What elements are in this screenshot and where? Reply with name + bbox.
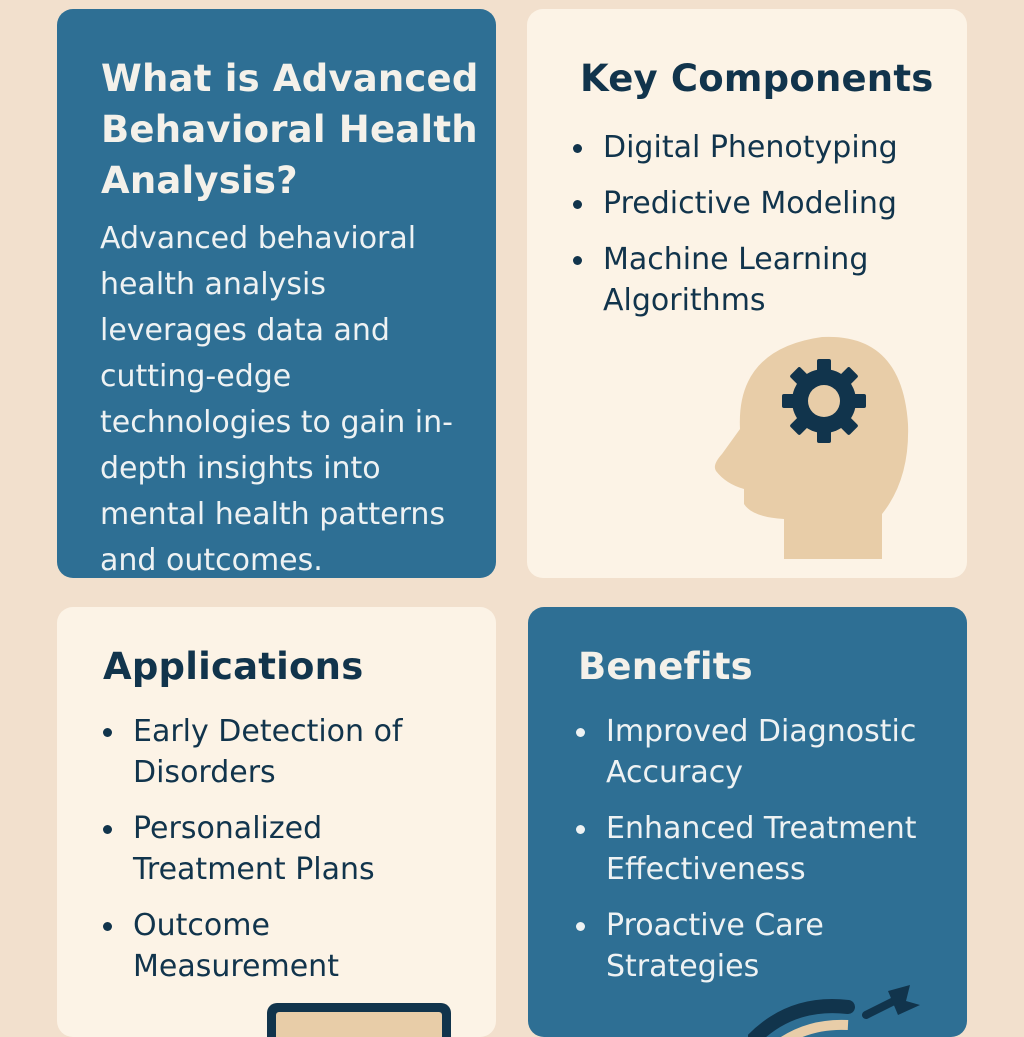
list-item-label: Machine Learning Algorithms [603, 242, 869, 318]
benefits-list: Improved Diagnostic Accuracy Enhanced Tr… [576, 711, 956, 1002]
bullet-icon [103, 728, 112, 737]
list-item: Early Detection of Disorders [103, 711, 483, 793]
applications-list: Early Detection of Disorders Personalize… [103, 711, 483, 1002]
bullet-icon [576, 922, 585, 931]
list-item: Machine Learning Algorithms [573, 239, 943, 321]
list-item-label: Enhanced Treatment Effectiveness [606, 811, 917, 887]
list-item: Improved Diagnostic Accuracy [576, 711, 956, 793]
intro-card: What is Advanced Behavioral Health Analy… [57, 9, 496, 578]
bullet-icon [573, 144, 582, 153]
list-item: Enhanced Treatment Effectiveness [576, 808, 956, 890]
device-icon [267, 1003, 451, 1037]
list-item-label: Personalized Treatment Plans [133, 811, 375, 887]
bullet-icon [573, 200, 582, 209]
intro-title: What is Advanced Behavioral Health Analy… [101, 57, 479, 202]
list-item-label: Outcome Measurement [133, 908, 339, 984]
head-gear-icon [714, 336, 909, 559]
bullet-icon [103, 825, 112, 834]
bullet-icon [576, 825, 585, 834]
list-item: Outcome Measurement [103, 905, 483, 987]
bullet-icon [573, 256, 582, 265]
benefits-card: Benefits Improved Diagnostic Accuracy En… [528, 607, 967, 1037]
list-item-label: Early Detection of Disorders [133, 714, 403, 790]
list-item-label: Improved Diagnostic Accuracy [606, 714, 917, 790]
list-item: Proactive Care Strategies [576, 905, 956, 987]
intro-body: Advanced behavioral health analysis leve… [100, 221, 453, 578]
list-item-label: Proactive Care Strategies [606, 908, 824, 984]
list-item: Personalized Treatment Plans [103, 808, 483, 890]
benefits-title: Benefits [578, 645, 753, 688]
list-item-label: Predictive Modeling [603, 186, 897, 221]
list-item: Predictive Modeling [573, 183, 943, 224]
list-item-label: Digital Phenotyping [603, 130, 898, 165]
bullet-icon [576, 728, 585, 737]
key-components-card: Key Components Digital Phenotyping Predi… [527, 9, 967, 578]
list-item: Digital Phenotyping [573, 127, 943, 168]
applications-card: Applications Early Detection of Disorder… [57, 607, 496, 1037]
bullet-icon [103, 922, 112, 931]
target-arrow-icon [748, 985, 920, 1037]
key-components-title: Key Components [580, 57, 934, 100]
key-components-list: Digital Phenotyping Predictive Modeling … [573, 127, 943, 336]
applications-title: Applications [103, 645, 364, 688]
